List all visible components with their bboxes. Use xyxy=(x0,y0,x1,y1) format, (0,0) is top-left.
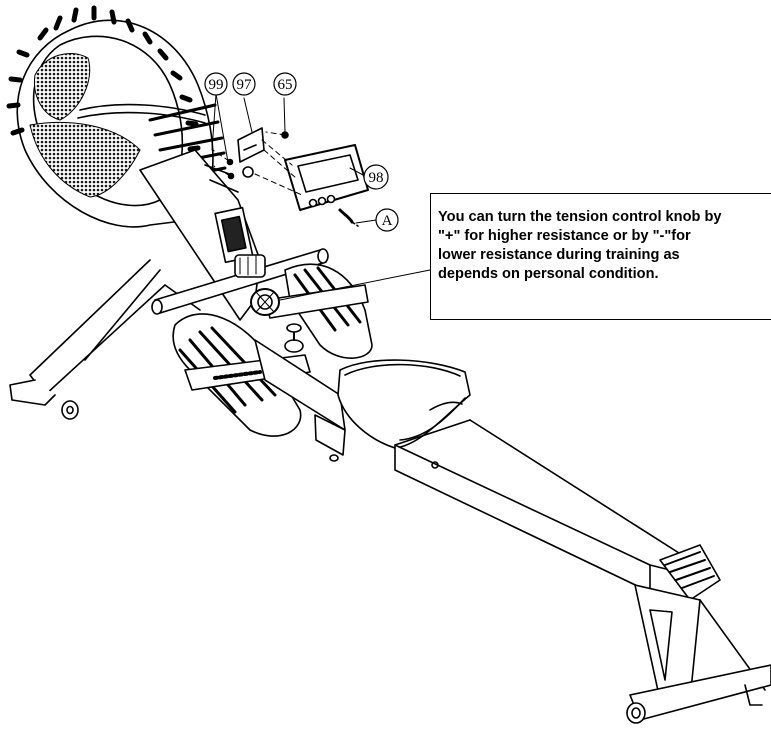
part-label-97: 97 xyxy=(237,77,253,93)
bracket-97 xyxy=(226,127,289,180)
foot-pedal-right xyxy=(264,263,373,359)
callout-line: depends on personal condition. xyxy=(438,266,659,282)
console-98 xyxy=(284,144,369,227)
label-circles xyxy=(204,72,399,232)
flywheel-housing xyxy=(6,5,227,228)
part-label-a: A xyxy=(382,213,393,229)
callout-text: You can turn the tension control knob by… xyxy=(438,208,768,284)
assembly-lines xyxy=(212,131,303,196)
seat-carriage xyxy=(254,323,471,462)
callout-line: "+" for higher resistance or by "-"for xyxy=(438,228,691,244)
part-label-65: 65 xyxy=(278,77,293,93)
tension-knob xyxy=(250,288,280,316)
handle-bar xyxy=(151,248,329,315)
label-leaders xyxy=(211,93,431,301)
part-label-99: 99 xyxy=(209,77,224,93)
callout-line: You can turn the tension control knob by xyxy=(438,209,722,225)
part-label-98: 98 xyxy=(369,170,384,186)
callout-box xyxy=(430,193,771,320)
callout-line: lower resistance during training as xyxy=(438,247,680,263)
main-rail xyxy=(394,419,771,724)
